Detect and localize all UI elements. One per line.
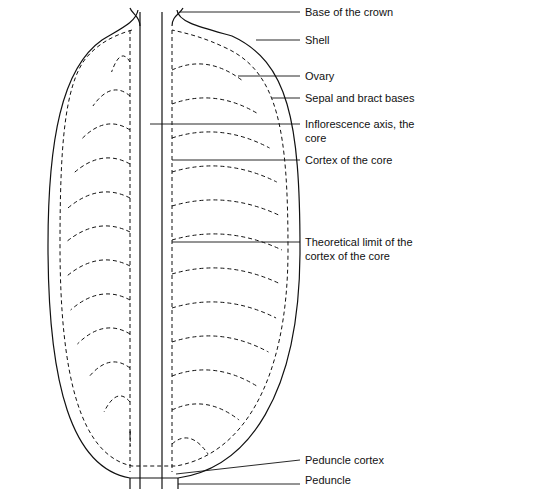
ovary-curve [73, 158, 130, 174]
leader-line [238, 76, 300, 77]
ovary-curve [104, 396, 130, 412]
ovary-curve [112, 56, 130, 72]
ovary-curve [172, 166, 277, 182]
part-label: Peduncle [305, 473, 351, 487]
ovary-curve [172, 132, 270, 148]
ovary-curve [172, 200, 281, 216]
ovary-curve [172, 268, 280, 284]
ovary-curve [81, 124, 130, 140]
ovary-curve [66, 226, 130, 242]
ovary-curve [172, 336, 268, 352]
peduncle-right [177, 478, 178, 489]
part-label: Sepal and bract bases [305, 91, 414, 105]
ovary-curve [172, 438, 208, 454]
leader-line [178, 484, 300, 485]
shell-outline [48, 10, 300, 478]
ovary-curves [66, 56, 282, 454]
ovary-curve [172, 64, 242, 80]
leader-line [180, 12, 300, 13]
leader-line [172, 242, 300, 243]
cortex-limit-right [172, 30, 173, 472]
ovary-curve [77, 328, 130, 344]
leader-line [150, 124, 300, 125]
core-line-right [161, 12, 162, 489]
part-label: Inflorescence axis, the core [305, 117, 437, 145]
ovary-curve [130, 430, 131, 446]
crown-base-left [130, 8, 140, 26]
leader-line [176, 460, 300, 474]
part-label: Shell [305, 33, 329, 47]
sepal-bract-limit [60, 30, 288, 466]
ovary-curve [67, 260, 130, 276]
part-label: Ovary [305, 69, 334, 83]
part-label: Theoretical limit of the cortex of the c… [305, 235, 437, 263]
leader-line [256, 40, 300, 41]
ovary-curve [172, 98, 258, 114]
leader-line [272, 98, 300, 99]
ovary-curve [172, 302, 276, 318]
part-label: Peduncle cortex [305, 453, 384, 467]
ovary-curve [93, 90, 130, 106]
ovary-curve [172, 404, 239, 420]
ovary-curve [68, 192, 130, 208]
leader-line [172, 160, 300, 161]
part-label: Cortex of the core [305, 153, 392, 167]
core-line-left [139, 12, 140, 489]
ovary-curve [172, 370, 257, 386]
ovary-curve [88, 362, 130, 378]
crown-base-right [172, 8, 183, 26]
peduncle-left [129, 478, 130, 489]
ovary-curve [71, 294, 130, 310]
part-label: Base of the crown [305, 5, 393, 19]
